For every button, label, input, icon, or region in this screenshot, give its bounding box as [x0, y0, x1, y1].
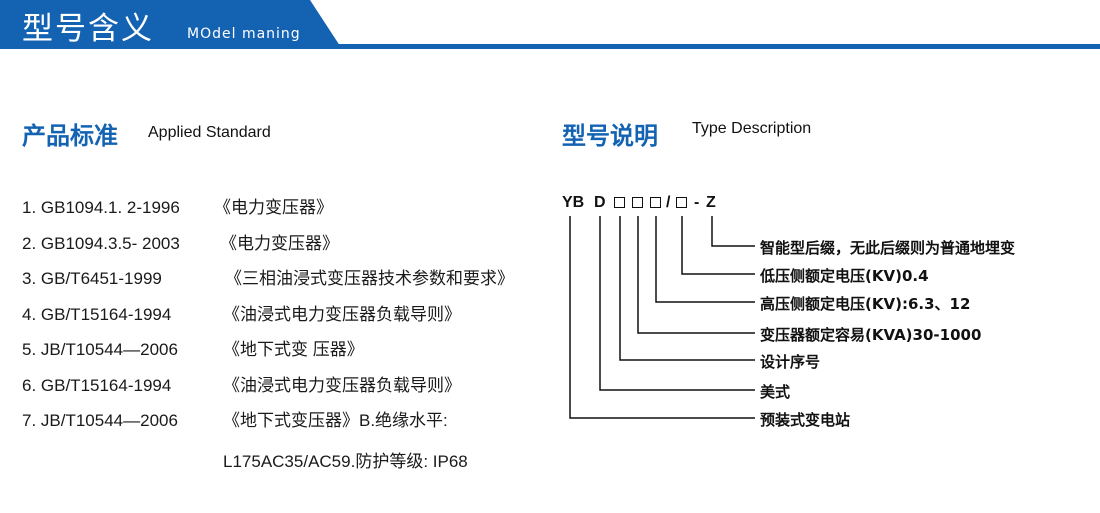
standard-item: 6. GB/T15164-1994 《油浸式电力变压器负载导则》 — [22, 373, 461, 409]
code-dash: - — [694, 194, 700, 211]
standard-name: 《油浸式电力变压器负载导则》 — [223, 375, 461, 395]
code-box-hv — [650, 197, 661, 208]
standards-list: 1. GB1094.1. 2-1996 《电力变压器》 2. GB1094.3.… — [22, 195, 514, 444]
standard-item: 3. GB/T6451-1999 《三相油浸式变压器技术参数和要求》 — [22, 266, 514, 302]
standard-name: 《地下式变压器》B.绝缘水平: — [223, 411, 448, 430]
page-subtitle: MOdel maning — [187, 26, 301, 42]
code-yb: YB — [562, 194, 585, 211]
standard-code: 7. JB/T10544—2006 — [22, 411, 178, 430]
desc-lv-voltage: 低压侧额定电压(KV)0.4 — [760, 267, 929, 285]
standard-item: 5. JB/T10544—2006 《地下式变 压器》 — [22, 337, 364, 373]
standards-title: 产品标准 — [22, 122, 118, 150]
header-tab — [0, 0, 342, 49]
standards-subtitle: Applied Standard — [148, 124, 271, 141]
desc-hv-voltage: 高压侧额定电压(KV):6.3、12 — [760, 295, 971, 313]
desc-american: 美式 — [760, 383, 791, 401]
page-title: 型号含义 — [22, 11, 154, 47]
standard-code: 3. GB/T6451-1999 — [22, 269, 162, 288]
code-slash: / — [666, 194, 671, 211]
type-desc-subtitle: Type Description — [692, 120, 812, 137]
connector-capacity — [637, 216, 755, 334]
code-d: D — [594, 194, 606, 211]
standard-name: 《电力变压器》 — [214, 198, 333, 217]
standard-code: 6. GB/T15164-1994 — [22, 375, 172, 395]
standard-code: 5. JB/T10544—2006 — [22, 340, 178, 359]
desc-smart-suffix: 智能型后缀，无此后缀则为普通地埋变 — [760, 239, 1016, 257]
standard-item: 4. GB/T15164-1994 《油浸式电力变压器负载导则》 — [22, 302, 461, 338]
standard-code: 1. GB1094.1. 2-1996 — [22, 198, 180, 217]
desc-capacity: 变压器额定容易(KVA)30-1000 — [760, 326, 982, 344]
connector-z — [711, 216, 755, 247]
code-z: Z — [706, 194, 716, 211]
connector-d — [599, 216, 755, 391]
standard-item: 7. JB/T10544—2006 《地下式变压器》B.绝缘水平: — [22, 408, 448, 444]
standard-code: 4. GB/T15164-1994 — [22, 304, 172, 324]
connector-yb — [569, 216, 755, 419]
standard-name: 《地下式变 压器》 — [223, 340, 364, 359]
type-desc-title: 型号说明 — [562, 122, 658, 150]
standard-item: 1. GB1094.1. 2-1996 《电力变压器》 — [22, 195, 333, 231]
standard-name: 《电力变压器》 — [220, 233, 339, 253]
standard-item: 2. GB1094.3.5- 2003 《电力变压器》 — [22, 231, 339, 267]
standard-code: 2. GB1094.3.5- 2003 — [22, 233, 180, 253]
code-box-design — [614, 197, 625, 208]
desc-design-serial: 设计序号 — [760, 353, 821, 371]
connector-lv — [681, 216, 755, 275]
standard-continuation: L175AC35/AC59.防护等级: IP68 — [223, 452, 468, 471]
connector-hv — [655, 216, 755, 303]
standard-name: 《油浸式电力变压器负载导则》 — [223, 304, 461, 324]
header-banner: 型号含义 MOdel maning — [0, 0, 1100, 52]
desc-prefab-substation: 预装式变电站 — [760, 411, 851, 429]
header-rule — [0, 44, 1100, 49]
connector-design — [619, 216, 755, 361]
standard-name: 《三相油浸式变压器技术参数和要求》 — [225, 269, 514, 288]
code-box-capacity — [632, 197, 643, 208]
code-box-lv — [676, 197, 687, 208]
